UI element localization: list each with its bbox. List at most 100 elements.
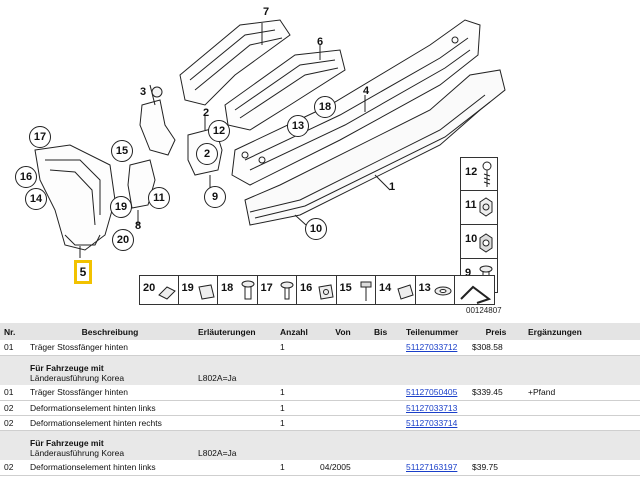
cell-anzahl: 1	[276, 385, 316, 401]
legend-label: 18	[221, 282, 234, 294]
cell-beschreibung: Träger Stossfänger hinten	[26, 385, 194, 401]
cell-von: 04/2005	[316, 460, 370, 476]
carrier-shape	[231, 19, 481, 186]
hint-arrow-icon	[459, 285, 491, 304]
cell-preis	[468, 415, 524, 431]
part-number-link[interactable]: 51127033714	[406, 417, 458, 428]
table-header-row: Nr. Beschreibung Erläuterungen Anzahl Vo…	[0, 323, 640, 340]
table-row: 01 Träger Stossfänger hinten 1 511270504…	[0, 385, 640, 401]
legend-cell-16[interactable]: 16	[297, 275, 337, 305]
legend-cell-13[interactable]: 13	[415, 275, 455, 305]
col-von: Von	[316, 323, 370, 340]
table-row: 01 Träger Stossfänger hinten 1 511270337…	[0, 340, 640, 356]
parts-drawing	[34, 19, 506, 258]
cell-von	[316, 415, 370, 431]
cell-beschreibung: Deformationselement hinten links	[26, 460, 194, 476]
callout-16[interactable]: 16	[15, 166, 37, 188]
part-number-link[interactable]: 51127033713	[406, 402, 458, 413]
callout-19[interactable]: 19	[110, 196, 132, 218]
cell-anzahl: 1	[276, 340, 316, 356]
table-row: 02 Deformationselement hinten links 1 04…	[0, 460, 640, 476]
callout-6[interactable]: 6	[317, 36, 324, 48]
clip-icon	[157, 286, 176, 300]
cell-preis: $339.45	[468, 385, 524, 401]
legend-cell-11[interactable]: 11	[460, 191, 498, 225]
bracket-3-shape	[139, 99, 176, 156]
cell-nr: 02	[0, 460, 26, 476]
legend-cell-17[interactable]: 17	[257, 275, 297, 305]
col-bis: Bis	[370, 323, 402, 340]
parts-diagram: 17 16 14 15 19 11 20 12 2 13 18 6 7 9 10…	[15, 6, 506, 315]
cell-erl	[194, 340, 276, 356]
callout-9[interactable]: 9	[204, 186, 226, 208]
cell-erl	[194, 400, 276, 416]
callout-3[interactable]: 3	[140, 86, 147, 98]
callout-13[interactable]: 13	[287, 115, 309, 137]
cell-nr: 01	[0, 385, 26, 401]
cell-nr: 01	[0, 340, 26, 356]
cell-beschreibung: Träger Stossfänger hinten	[26, 340, 194, 356]
part-number-link[interactable]: 51127033712	[406, 342, 458, 353]
legend-cell-15[interactable]: 15	[336, 275, 376, 305]
note-title: Für Fahrzeuge mit	[30, 363, 104, 373]
rivet-icon	[241, 280, 254, 300]
legend-label: 12	[465, 166, 478, 178]
cell-beschreibung: Deformationselement hinten links	[26, 400, 194, 416]
callout-1[interactable]: 1	[389, 181, 396, 193]
cell-erl: L802A=Ja	[194, 355, 276, 385]
callout-14[interactable]: 14	[25, 188, 47, 210]
col-teilenummer: Teilenummer	[402, 323, 468, 340]
cell-von	[316, 385, 370, 401]
cell-erl: L802A=Ja	[194, 430, 276, 460]
cell-anzahl: 1	[276, 460, 316, 476]
legend-cell-14[interactable]: 14	[376, 275, 416, 305]
callout-10[interactable]: 10	[305, 218, 327, 240]
cell-nr: 02	[0, 415, 26, 431]
cell-bis	[370, 460, 402, 476]
legend-label: 16	[300, 282, 313, 294]
legend-cell-20[interactable]: 20	[139, 275, 179, 305]
col-anzahl: Anzahl	[276, 323, 316, 340]
callout-12[interactable]: 12	[208, 120, 230, 142]
part-number-link[interactable]: 51127050405	[406, 387, 458, 398]
cell-erg	[524, 400, 640, 416]
legend-label: 20	[143, 282, 156, 294]
cell-anzahl: 1	[276, 415, 316, 431]
callout-7[interactable]: 7	[263, 6, 270, 18]
hex-nut-icon	[479, 233, 493, 253]
callout-2[interactable]: 2	[196, 143, 218, 165]
legend-cell-10[interactable]: 10	[460, 225, 498, 259]
washer-icon	[434, 286, 452, 296]
clamp-nut-icon	[396, 284, 414, 300]
legend-label: 15	[339, 282, 352, 294]
part-number-link[interactable]: 51127163197	[406, 462, 458, 473]
legend-cell-18[interactable]: 18	[218, 275, 258, 305]
cell-erl	[194, 415, 276, 431]
callout-4[interactable]: 4	[363, 85, 370, 97]
legend-label: 14	[379, 282, 392, 294]
legend-cell-arrow[interactable]	[455, 275, 495, 305]
callout-2-label[interactable]: 2	[203, 107, 210, 119]
screw-icon	[482, 161, 492, 187]
cell-preis: $39.75	[468, 460, 524, 476]
note-title: Für Fahrzeuge mit	[30, 438, 104, 448]
legend-cell-12[interactable]: 12	[460, 157, 498, 191]
col-erlaeuterungen: Erläuterungen	[194, 323, 276, 340]
cell-von	[316, 340, 370, 356]
cell-anzahl: 1	[276, 400, 316, 416]
expanding-rivet-icon	[280, 281, 294, 300]
callout-8[interactable]: 8	[135, 220, 142, 232]
callout-11[interactable]: 11	[148, 187, 170, 209]
nut-icon	[479, 197, 493, 217]
callout-17[interactable]: 17	[29, 126, 51, 148]
legend-label: 11	[465, 199, 477, 211]
cell-von	[316, 400, 370, 416]
highlighted-callout-5[interactable]: 5	[74, 260, 92, 284]
table-row: 02 Deformationselement hinten rechts 1 5…	[0, 415, 640, 431]
callout-18[interactable]: 18	[314, 96, 336, 118]
callout-20[interactable]: 20	[112, 229, 134, 251]
legend-cell-19[interactable]: 19	[178, 275, 218, 305]
callout-15[interactable]: 15	[111, 140, 133, 162]
